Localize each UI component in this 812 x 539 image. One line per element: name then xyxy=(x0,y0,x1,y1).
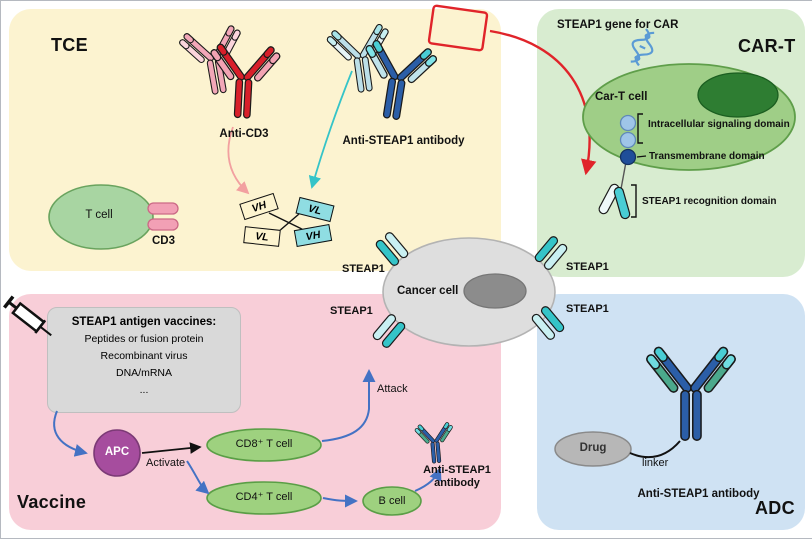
adc-title: ADC xyxy=(755,498,795,518)
vaccine-box-line: DNA/mRNA xyxy=(115,367,172,379)
recognition-domain-label: STEAP1 recognition domain xyxy=(642,196,777,207)
steap1-label: STEAP1 xyxy=(566,303,609,315)
cart-cell-label: Car-T cell xyxy=(595,91,648,103)
car-gene-label: STEAP1 gene for CAR xyxy=(557,19,679,31)
attack-label: Attack xyxy=(377,383,408,395)
vaccine-title: Vaccine xyxy=(17,492,87,512)
cart-title: CAR-T xyxy=(738,36,796,56)
vaccine-box-line: Recombinant virus xyxy=(100,350,188,362)
vaccine-box-line: Peptides or fusion protein xyxy=(84,333,204,345)
linker-label: linker xyxy=(642,457,669,469)
vaccine-antibody-label-line2: antibody xyxy=(434,476,480,489)
steap1-label: STEAP1 xyxy=(342,263,385,275)
steap1-label: STEAP1 xyxy=(330,305,373,317)
cd4-cell-label: CD4⁺ T cell xyxy=(235,491,293,503)
steap1-label: STEAP1 xyxy=(566,261,609,273)
b-cell-label: B cell xyxy=(378,495,406,507)
t-cell-label: T cell xyxy=(85,209,113,221)
tce-title: TCE xyxy=(51,35,88,55)
vaccine-box-line: ... xyxy=(139,384,149,396)
cancer-cell-label: Cancer cell xyxy=(397,285,459,297)
intracellular-domain-label: Intracellular signaling domain xyxy=(648,119,790,130)
cd8-cell-label: CD8⁺ T cell xyxy=(235,438,293,450)
apc-label: APC xyxy=(104,446,130,458)
vaccine-box-title: STEAP1 antigen vaccines: xyxy=(71,316,217,328)
cd3-label: CD3 xyxy=(152,235,176,247)
vl-domain-box: VL xyxy=(243,226,281,247)
vaccine-antibody-label: Anti-STEAP1 antibody xyxy=(409,464,505,490)
activate-label: Activate xyxy=(146,457,186,469)
anti-cd3-label: Anti-CD3 xyxy=(219,128,269,140)
transmembrane-domain-label: Transmembrane domain xyxy=(649,151,765,162)
vaccine-antigen-box: STEAP1 antigen vaccines: Peptides or fus… xyxy=(47,307,241,413)
anti-steap1-label-tce: Anti-STEAP1 antibody xyxy=(342,135,465,147)
vaccine-antibody-label-line1: Anti-STEAP1 xyxy=(423,464,491,476)
anti-steap1-label-adc: Anti-STEAP1 antibody xyxy=(637,488,760,500)
drug-label: Drug xyxy=(579,442,607,454)
